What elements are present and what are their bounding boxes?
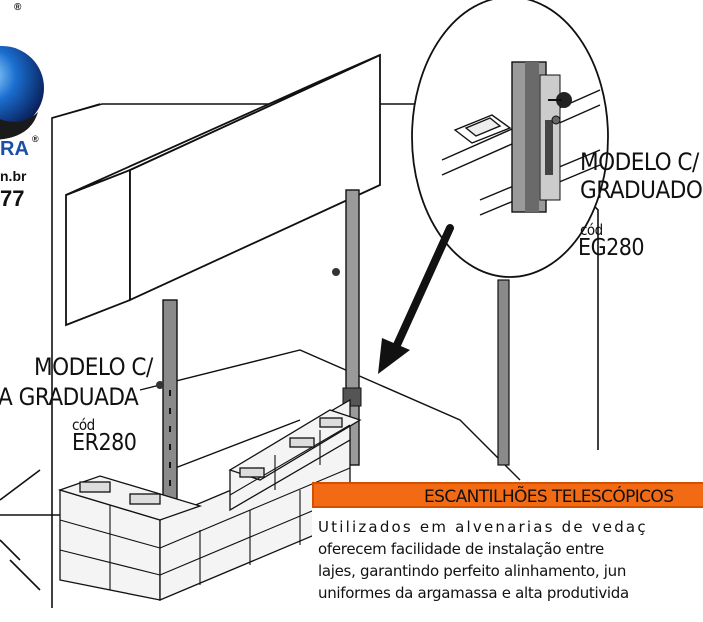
magnifier-circle-icon bbox=[411, 0, 609, 278]
model-title-line1: MODELO C/ bbox=[580, 148, 699, 176]
registered-mark-2: ® bbox=[32, 134, 39, 144]
info-line: Utilizados em alvenarias de vedaç bbox=[318, 518, 648, 536]
company-logo bbox=[0, 46, 44, 140]
info-title: ESCANTILHÕES TELESCÓPICOS bbox=[312, 482, 703, 508]
info-text: Utilizados em alvenarias de vedaç oferec… bbox=[312, 508, 703, 604]
brand-fragment: RA bbox=[0, 138, 29, 160]
model-code-label: cód bbox=[580, 221, 603, 239]
upper-slab bbox=[65, 53, 381, 327]
site-fragment: n.br bbox=[0, 168, 27, 184]
info-line: uniformes da argamassa e alta produtivid… bbox=[318, 584, 629, 602]
info-box: ESCANTILHÕES TELESCÓPICOS Utilizados em … bbox=[312, 482, 703, 622]
model-title-line1: MODELO C/ bbox=[34, 353, 153, 381]
info-line: oferecem facilidade de instalação entre bbox=[318, 540, 604, 558]
block-wall bbox=[57, 398, 362, 601]
phone-fragment: 77 bbox=[0, 186, 25, 211]
model-code: ER280 bbox=[72, 430, 137, 456]
model-title-line2: GRADUADOR bbox=[580, 176, 703, 204]
illustration bbox=[0, 0, 609, 608]
model-code: EG280 bbox=[578, 235, 645, 261]
model-code-label: cód bbox=[72, 416, 95, 434]
arrow-down-left-icon bbox=[378, 224, 454, 374]
registered-mark: ® bbox=[14, 2, 22, 13]
model-title-line2: A GRADUADA bbox=[0, 383, 139, 411]
floor bbox=[0, 349, 521, 516]
info-line: lajes, garantindo perfeito alinhamento, … bbox=[318, 562, 627, 580]
